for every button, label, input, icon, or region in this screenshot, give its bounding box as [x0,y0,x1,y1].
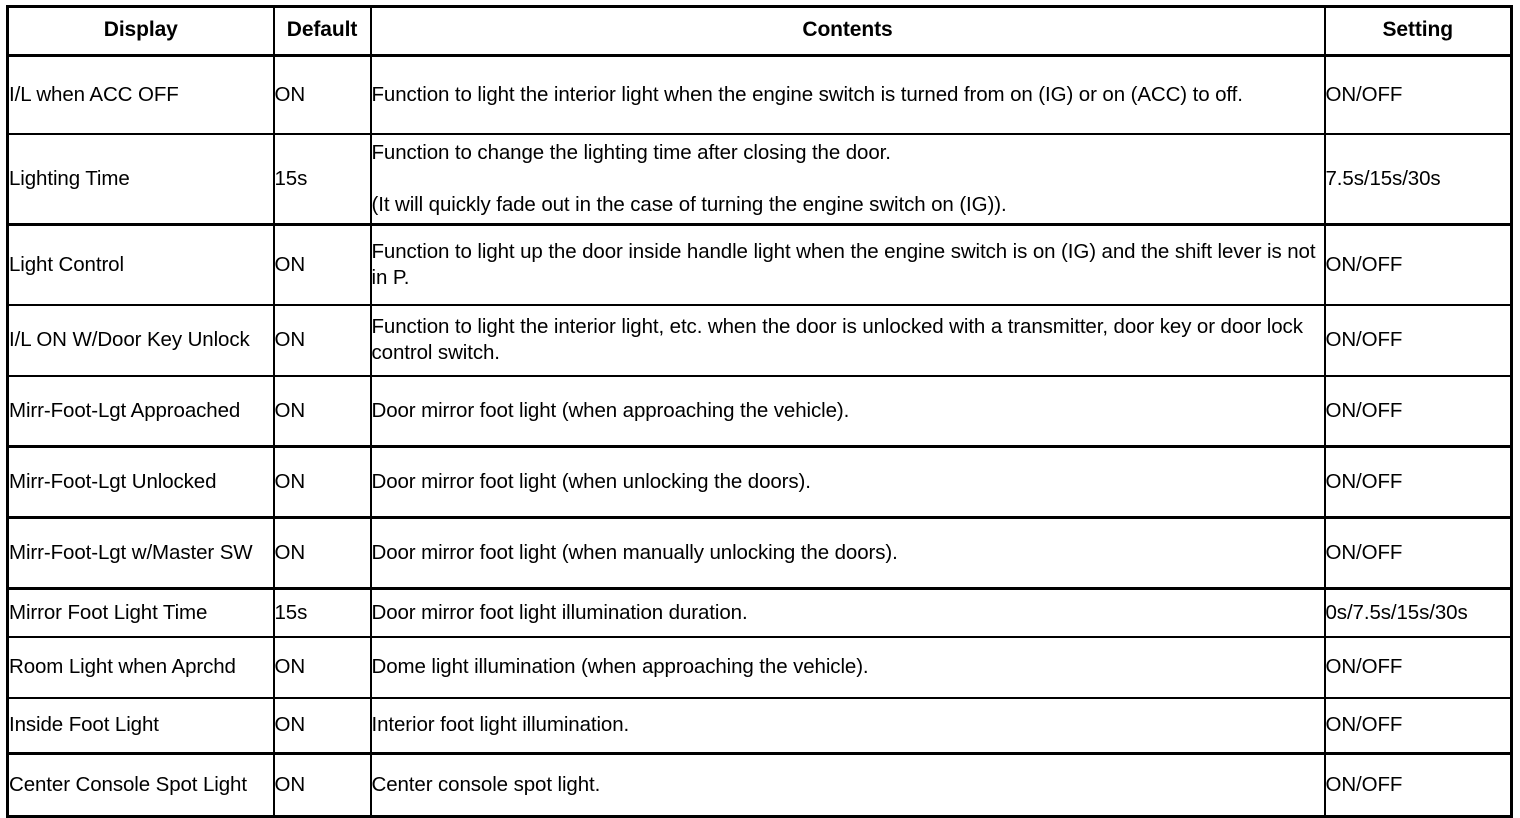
cell-contents-line-1: Function to change the lighting time aft… [371,140,891,164]
cell-contents: Door mirror foot light (when manually un… [369,517,1326,590]
table-row: Center Console Spot Light ON Center cons… [6,753,1513,817]
table-row: Mirror Foot Light Time 15s Door mirror f… [6,588,1513,638]
cell-display: Room Light when Aprchd [6,636,275,699]
cell-setting: ON/OFF [1323,375,1513,448]
cell-contents: Center console spot light. [369,753,1326,817]
column-header-contents: Contents [369,6,1326,57]
cell-contents-line-2: (It will quickly fade out in the case of… [371,192,1007,216]
cell-default: ON [272,375,372,448]
cell-contents: Door mirror foot light (when unlocking t… [369,446,1326,519]
cell-setting: 7.5s/15s/30s [1323,133,1513,226]
table-row: I/L ON W/Door Key Unlock ON Function to … [6,304,1513,377]
cell-display: Light Control [6,224,275,306]
cell-default: 15s [272,588,372,638]
cell-setting: ON/OFF [1323,753,1513,817]
cell-display: I/L when ACC OFF [6,55,275,135]
column-header-setting: Setting [1323,6,1513,57]
cell-setting: ON/OFF [1323,697,1513,755]
table-row: Mirr-Foot-Lgt Approached ON Door mirror … [6,375,1513,448]
cell-default: ON [272,697,372,755]
cell-setting: ON/OFF [1323,224,1513,306]
table-row: Mirr-Foot-Lgt w/Master SW ON Door mirror… [6,517,1513,590]
table-row: Room Light when Aprchd ON Dome light ill… [6,636,1513,699]
cell-contents: Function to light the interior light whe… [369,55,1326,135]
cell-setting: ON/OFF [1323,446,1513,519]
cell-contents: Door mirror foot light illumination dura… [369,588,1326,638]
cell-display: Mirr-Foot-Lgt w/Master SW [6,517,275,590]
cell-contents: Dome light illumination (when approachin… [369,636,1326,699]
table-row: I/L when ACC OFF ON Function to light th… [6,55,1513,135]
cell-setting: ON/OFF [1323,517,1513,590]
cell-display: Mirr-Foot-Lgt Approached [6,375,275,448]
column-header-display: Display [6,6,275,57]
cell-setting: ON/OFF [1323,636,1513,699]
table-header: Display Default Contents Setting [6,6,1513,57]
cell-contents: Function to change the lighting time aft… [369,133,1326,226]
table-row: Lighting Time 15s Function to change the… [6,133,1513,226]
cell-default: ON [272,224,372,306]
cell-default: ON [272,304,372,377]
cell-setting: ON/OFF [1323,55,1513,135]
table-row: Light Control ON Function to light up th… [6,224,1513,306]
cell-contents: Function to light up the door inside han… [369,224,1326,306]
customize-function-table: Display Default Contents Setting I/L whe… [6,5,1513,818]
cell-contents: Interior foot light illumination. [369,697,1326,755]
cell-display: Mirror Foot Light Time [6,588,275,638]
cell-contents: Function to light the interior light, et… [369,304,1326,377]
cell-default: ON [272,753,372,817]
table-row: Mirr-Foot-Lgt Unlocked ON Door mirror fo… [6,446,1513,519]
cell-display: Mirr-Foot-Lgt Unlocked [6,446,275,519]
cell-display: I/L ON W/Door Key Unlock [6,304,275,377]
cell-display: Inside Foot Light [6,697,275,755]
column-header-default: Default [272,6,372,57]
cell-default: 15s [272,133,372,226]
cell-contents: Door mirror foot light (when approaching… [369,375,1326,448]
cell-default: ON [272,636,372,699]
cell-setting: ON/OFF [1323,304,1513,377]
cell-setting: 0s/7.5s/15s/30s [1323,588,1513,638]
cell-display: Lighting Time [6,133,275,226]
cell-default: ON [272,55,372,135]
cell-display: Center Console Spot Light [6,753,275,817]
table-row: Inside Foot Light ON Interior foot light… [6,697,1513,755]
header-row: Display Default Contents Setting [6,6,1513,57]
cell-default: ON [272,446,372,519]
table-body: I/L when ACC OFF ON Function to light th… [6,55,1513,817]
cell-default: ON [272,517,372,590]
